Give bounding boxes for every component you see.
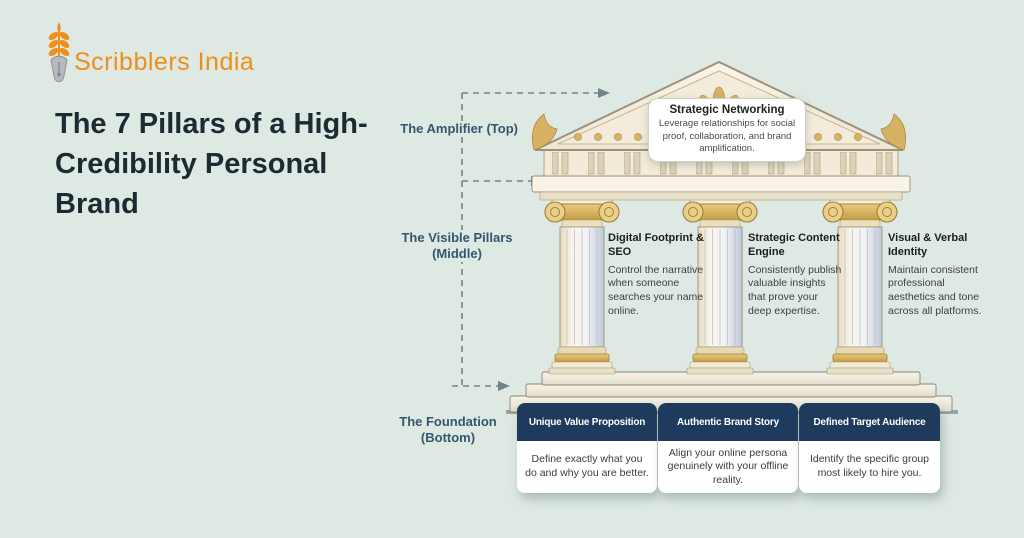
pillar-title: Visual & Verbal Identity — [888, 232, 968, 258]
level-label-foundation: The Foundation (Bottom) — [390, 414, 506, 446]
amplifier-card-title: Strategic Networking — [669, 104, 785, 117]
pillar-body: Consistently publish valuable insights t… — [748, 263, 842, 318]
pillar-text-visual-identity: Visual & Verbal Identity Maintain consis… — [888, 232, 992, 319]
brand-name: Scribblers India — [74, 48, 255, 76]
foundation-card-body: Define exactly what you do and why you a… — [525, 453, 649, 479]
pillar-text-digital-footprint: Digital Footprint & SEO Control the narr… — [608, 232, 710, 319]
acroterion-left — [531, 113, 558, 151]
level-label-amplifier: The Amplifier (Top) — [396, 121, 518, 137]
amplifier-card: Strategic Networking Leverage relationsh… — [648, 98, 806, 162]
pillar-text-content-engine: Strategic Content Engine Consistently pu… — [748, 232, 844, 319]
pillar-body: Maintain consistent professional aesthet… — [888, 263, 982, 318]
foundation-card-title: Defined Target Audience — [799, 403, 940, 441]
foundation-card-body: Identify the specific group most likely … — [809, 453, 930, 479]
wheat-pen-icon — [48, 22, 70, 83]
amplifier-card-body: Leverage relationships for social proof,… — [658, 118, 796, 155]
pillar-title: Digital Footprint & SEO — [608, 232, 704, 258]
brand-logo: Scribblers India — [44, 22, 254, 84]
foundation-card-target-audience: Defined Target Audience Identify the spe… — [799, 403, 940, 493]
foundation-card-brand-story: Authentic Brand Story Align your online … — [658, 403, 798, 493]
foundation-card-title: Authentic Brand Story — [658, 403, 798, 441]
pillar-body: Control the narrative when someone searc… — [608, 263, 704, 318]
acroterion-right — [880, 113, 907, 151]
foundation-card-title: Unique Value Proposition — [517, 403, 657, 441]
foundation-card-value-proposition: Unique Value Proposition Define exactly … — [517, 403, 657, 493]
level-label-visible-pillars: The Visible Pillars (Middle) — [396, 230, 518, 262]
page-title: The 7 Pillars of a High-Credibility Pers… — [55, 108, 368, 220]
foundation-card-body: Align your online persona genuinely with… — [667, 446, 789, 486]
column-center — [682, 193, 758, 375]
columns — [544, 193, 898, 375]
pen-nib — [50, 55, 68, 83]
pillar-title: Strategic Content Engine — [748, 232, 840, 258]
